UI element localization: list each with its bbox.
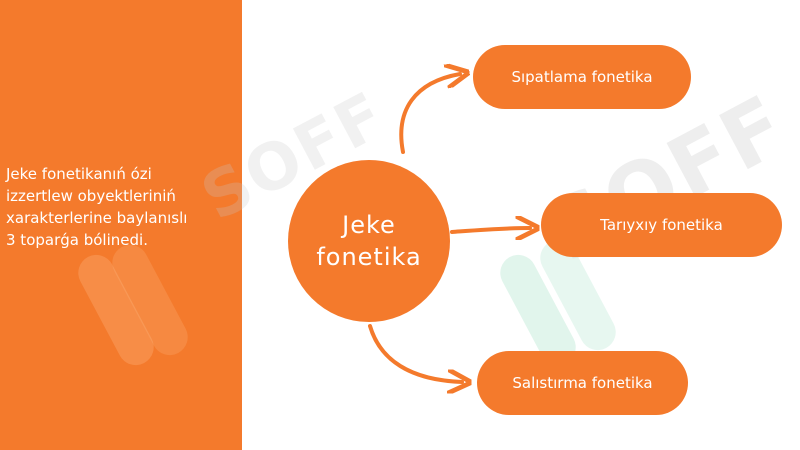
description-line: xarakterlerine baylanıslı xyxy=(6,209,188,227)
arrow-to-branch-2 xyxy=(450,228,530,232)
description-text: Jeke fonetikanıń ózi izzertlew obyektler… xyxy=(6,163,238,251)
arrow-to-branch-3 xyxy=(368,324,462,382)
center-node: Jeke fonetika xyxy=(288,160,450,322)
branch-node: Salıstırma fonetika xyxy=(477,351,688,415)
branch-node-label: Salıstırma fonetika xyxy=(512,374,653,392)
center-node-label: Jeke xyxy=(342,211,396,239)
branch-node-label: Sıpatlama fonetika xyxy=(511,68,653,86)
description-line: 3 toparǵa bólinedi. xyxy=(6,231,148,249)
branch-node-label: Tarıyxıy fonetika xyxy=(600,216,723,234)
arrow-to-branch-1 xyxy=(399,74,460,154)
description-line: Jeke fonetikanıń ózi xyxy=(6,165,152,183)
center-node-label: fonetika xyxy=(316,243,422,271)
description-line: izzertlew obyektleriniń xyxy=(6,187,176,205)
branch-node: Sıpatlama fonetika xyxy=(473,45,691,109)
left-panel: Jeke fonetikanıń ózi izzertlew obyektler… xyxy=(0,0,242,450)
branch-node: Tarıyxıy fonetika xyxy=(541,193,782,257)
